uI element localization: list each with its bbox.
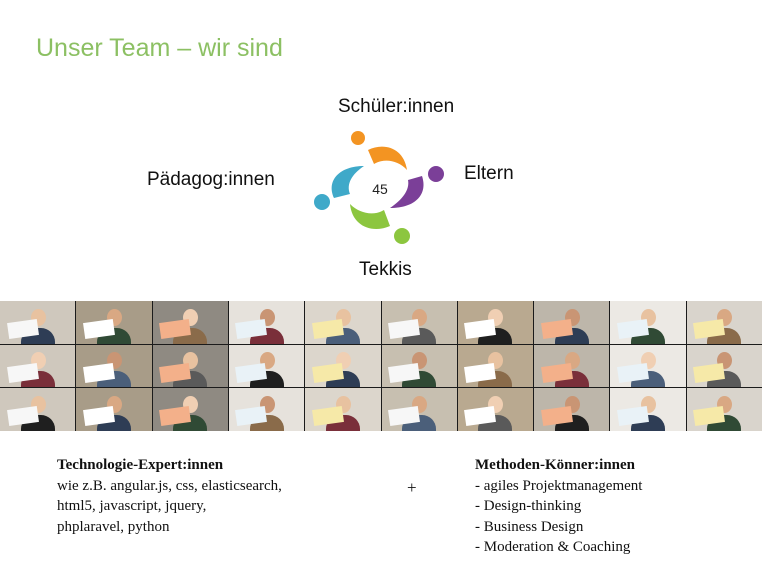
video-tile (305, 301, 381, 344)
video-tile (228, 344, 305, 388)
video-tile (457, 344, 534, 388)
held-sign (82, 362, 115, 383)
role-parents: Eltern (464, 163, 514, 184)
logo-number: 45 (372, 181, 388, 197)
video-tile (0, 344, 76, 388)
tech-line: html5, javascript, jquery, (57, 498, 207, 514)
logo-head-orange (351, 131, 365, 145)
logo-arm-green (350, 204, 390, 230)
methods-heading: Methoden-Könner:innen (475, 457, 636, 473)
video-tile (0, 388, 76, 431)
logo-head-blue (314, 194, 330, 210)
video-tile (610, 344, 686, 388)
methods-line: - Moderation & Coaching (475, 539, 631, 555)
video-tile (534, 388, 610, 431)
held-sign (6, 362, 39, 383)
video-conference-grid (0, 301, 762, 431)
slide-title: Unser Team – wir sind (36, 34, 283, 62)
held-sign (540, 362, 573, 383)
tech-line: phplaravel, python (57, 518, 170, 535)
video-tile (152, 301, 228, 344)
held-sign (616, 362, 649, 383)
logo-head-purple (428, 166, 444, 182)
logo-arm-blue (331, 166, 364, 198)
video-tile (686, 344, 762, 388)
tech-line: wie z.B. angular.js, css, elasticsearch, (57, 477, 282, 494)
role-pedagogues: Pädagog:innen (147, 169, 275, 190)
logo-head-green (394, 228, 410, 244)
role-students: Schüler:innen (338, 96, 455, 117)
video-tile (686, 301, 762, 344)
video-tile (457, 301, 534, 344)
methods-line: - agiles Projektmanagement (475, 477, 643, 494)
video-tile (305, 388, 381, 431)
video-tile (152, 344, 228, 388)
video-tile (152, 388, 228, 431)
video-tile (610, 388, 686, 431)
logo-arm-purple (390, 176, 424, 208)
logo-arm-orange (368, 146, 407, 170)
video-tile (305, 344, 381, 388)
video-tile (686, 388, 762, 431)
held-sign (311, 362, 344, 383)
community-logo: 45 (314, 131, 444, 244)
video-tile (228, 301, 305, 344)
role-tekkis: Tekkis (359, 259, 412, 280)
method-experts-block: Methoden-Könner:innen - agiles Projektma… (475, 455, 642, 558)
video-tile (610, 301, 686, 344)
video-tile (76, 301, 152, 344)
video-tile (76, 388, 152, 431)
video-tile (381, 344, 457, 388)
tech-heading: Technologie-Expert:innen (57, 457, 224, 473)
video-tile (457, 388, 534, 431)
tech-experts-block: Technologie-Expert:innen wie z.B. angula… (57, 455, 282, 537)
video-tile (381, 301, 457, 344)
video-tile (381, 388, 457, 431)
video-tile (534, 344, 610, 388)
video-tile (534, 301, 610, 344)
plus-sign: + (407, 478, 417, 497)
video-tile (228, 388, 305, 431)
video-tile (76, 344, 152, 388)
video-tile (0, 301, 76, 344)
methods-line: - Design-thinking (475, 498, 582, 514)
methods-line: - Business Design (475, 518, 584, 535)
